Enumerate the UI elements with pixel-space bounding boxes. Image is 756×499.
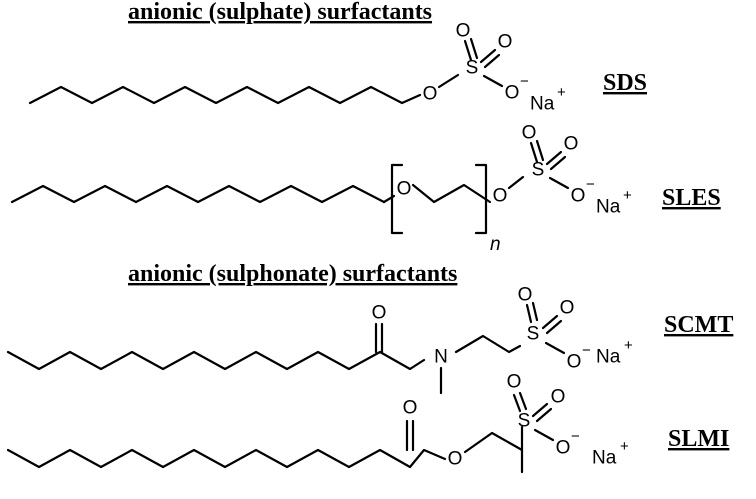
scmt-s-o-double-2: [541, 314, 559, 330]
sles-oxygen-ether: O: [397, 179, 412, 200]
sds-s-o-double-2: [479, 48, 497, 64]
sds-plus-charge: +: [557, 84, 566, 101]
sles-oxygen-top: O: [522, 123, 537, 144]
sles-structure: O n O S O O O − Na + SLES: [10, 123, 721, 255]
slmi-oxygen-top: O: [507, 372, 522, 393]
sles-oxygen-ester: O: [493, 186, 508, 207]
scmt-sodium: Na: [596, 347, 621, 368]
sds-s-ominus-bond: [482, 74, 504, 88]
sles-bracket-left: [390, 163, 404, 235]
sles-oxygen-anion: O: [571, 186, 586, 207]
slmi-alkyl-chain: [6, 448, 447, 469]
slmi-oxygen-anion: O: [556, 438, 571, 459]
sles-sulfur: S: [532, 160, 545, 181]
scmt-oxygen-right: O: [560, 298, 575, 319]
slmi-s-o-double-2b: [535, 407, 553, 423]
scmt-s-o-double-2b: [545, 319, 563, 335]
slmi-sodium: Na: [592, 448, 617, 469]
sles-repeat-n: n: [490, 234, 501, 255]
sles-s-o-double-1: [529, 141, 539, 164]
heading-sulphate: anionic (sulphate) surfactants: [128, 0, 432, 25]
sles-oxygen-right: O: [564, 134, 579, 155]
scmt-nitrogen: N: [434, 347, 448, 368]
sds-sulfur: S: [466, 58, 479, 79]
scmt-sulfur: S: [527, 324, 540, 345]
slmi-oxygen-right: O: [551, 387, 566, 408]
sds-oxygen-ester: O: [423, 84, 438, 105]
sles-ethoxy-unit: [411, 183, 492, 204]
heading-sulphonate: anionic (sulphonate) surfactants: [128, 261, 457, 287]
label-slmi: SLMI: [668, 426, 729, 452]
scmt-plus-charge: +: [624, 337, 633, 354]
slmi-s-ominus-bond: [533, 428, 555, 442]
slmi-structure: O O S O O O − Na + SLMI: [6, 372, 729, 474]
slmi-s-o-double-1: [512, 393, 522, 413]
label-scmt: SCMT: [664, 312, 733, 338]
sles-s-o-double-1b: [535, 139, 545, 162]
slmi-plus-charge: +: [620, 438, 629, 455]
sles-o-s-bond: [507, 175, 525, 190]
slmi-propyl-linker: [463, 431, 524, 474]
sles-sodium: Na: [596, 197, 621, 218]
scmt-s-o-double-1b: [531, 301, 539, 322]
scmt-structure: O N S O O O − Na + SCMT: [6, 285, 733, 395]
sds-s-o-double-2b: [483, 53, 501, 69]
scmt-oxygen-anion: O: [567, 352, 582, 373]
sles-s-o-double-2b: [549, 155, 567, 171]
scmt-minus-charge: −: [582, 342, 591, 359]
label-sds: SDS: [603, 70, 647, 96]
slmi-oxygen-carbonyl: O: [403, 398, 418, 419]
sds-alkyl-chain: [28, 85, 422, 105]
sds-oxygen-top: O: [456, 21, 471, 42]
scmt-oxygen-top: O: [518, 285, 533, 306]
sds-minus-charge: −: [520, 73, 529, 90]
sles-alkyl-chain: [10, 184, 386, 204]
slmi-s-o-double-1b: [518, 391, 528, 411]
scmt-s-ominus-bond: [544, 341, 566, 355]
sles-bracket-right: [474, 163, 488, 235]
scmt-oxygen-carbonyl: O: [372, 303, 387, 324]
slmi-minus-charge: −: [571, 428, 580, 445]
slmi-oxygen-ester: O: [448, 449, 463, 470]
label-sles: SLES: [662, 185, 721, 211]
sds-oxygen-anion: O: [505, 83, 520, 104]
sds-s-o-double-1: [463, 39, 473, 62]
sds-o-s-bond: [437, 73, 460, 89]
slmi-sulfur: S: [518, 411, 531, 432]
sles-s-o-double-2: [545, 150, 563, 166]
sds-oxygen-right: O: [498, 32, 513, 53]
scmt-s-o-double-1: [525, 303, 533, 324]
sles-s-ominus-bond: [548, 176, 570, 190]
sds-sodium: Na: [530, 94, 555, 115]
sds-s-o-double-1b: [469, 37, 479, 60]
sles-minus-charge: −: [586, 176, 595, 193]
scmt-alkyl-chain: [6, 350, 426, 371]
slmi-s-o-double-2: [531, 402, 549, 418]
scmt-ethyl-linker: [454, 334, 522, 354]
sds-structure: O S O O O − Na + SDS: [28, 21, 647, 115]
sles-plus-charge: +: [623, 187, 632, 204]
